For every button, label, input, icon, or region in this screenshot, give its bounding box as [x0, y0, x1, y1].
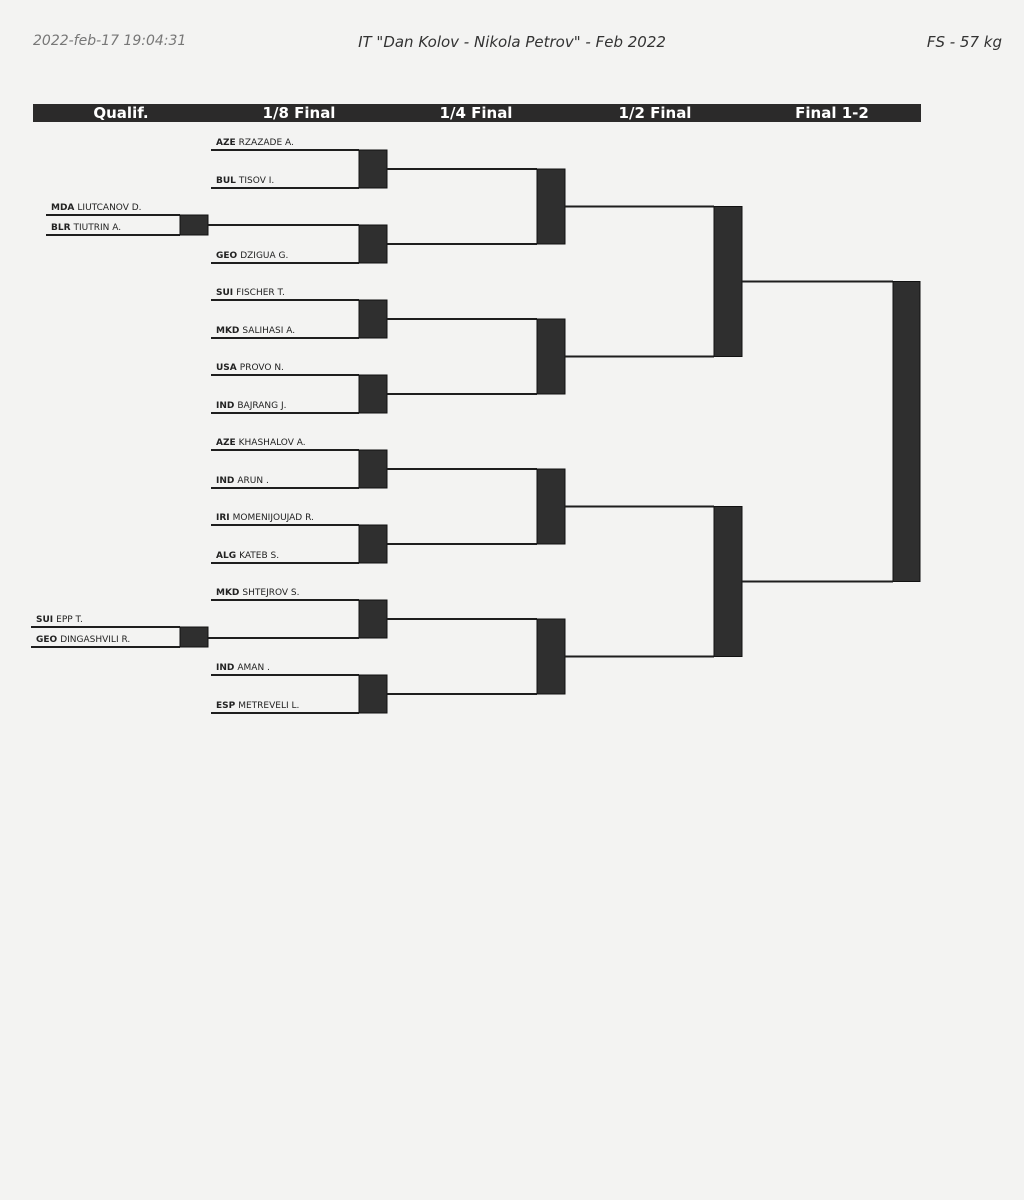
round-label-quarter: 1/4 Final	[439, 104, 513, 122]
round-label-final: Final 1-2	[795, 104, 869, 122]
entry-name: FISCHER T.	[236, 288, 285, 298]
quarter-match-box	[536, 168, 566, 245]
entry-name: BAJRANG J.	[237, 401, 287, 411]
entry-name: RZAZADE A.	[238, 138, 294, 148]
weight-category: FS - 57 kg	[926, 33, 1002, 51]
entry-name: KHASHALOV A.	[238, 438, 306, 448]
entry-name: MOMENIJOUJAD R.	[232, 513, 314, 523]
entry-name: ARUN .	[237, 476, 269, 486]
entry-name: KATEB S.	[239, 551, 280, 561]
entry-country: USA	[216, 363, 237, 373]
entry-country: IND	[216, 476, 235, 486]
tournament-title: IT "Dan Kolov - Nikola Petrov" - Feb 202…	[358, 33, 666, 51]
quarter-match-box	[536, 468, 566, 545]
entry-country: IND	[216, 663, 235, 673]
entry-country: SUI	[36, 615, 54, 625]
entry-country: MDA	[51, 203, 75, 213]
round-header-bar	[33, 104, 921, 122]
entry-country: AZE	[216, 138, 236, 148]
entry-name: PROVO N.	[239, 363, 284, 373]
round-label-semi: 1/2 Final	[618, 104, 692, 122]
entry-name: TISOV I.	[238, 176, 275, 186]
timestamp: 2022-feb-17 19:04:31	[33, 33, 187, 49]
entry-country: GEO	[36, 635, 58, 645]
entry-country: MKD	[216, 588, 240, 598]
entry-name: SALIHASI A.	[242, 326, 296, 336]
entry-country: AZE	[216, 438, 236, 448]
entry-name: DZIGUA G.	[240, 251, 289, 261]
quarter-match-box	[536, 318, 566, 395]
entry-country: SUI	[216, 288, 234, 298]
entry-name: METREVELI L.	[238, 701, 300, 711]
eighth-match-box	[358, 299, 388, 339]
eighth-match-box	[358, 374, 388, 414]
entry-name: EPP T.	[56, 615, 83, 625]
entry-name: SHTEJROV S.	[242, 588, 300, 598]
quarter-match-box	[536, 618, 566, 695]
semi-match-box	[713, 506, 743, 657]
eighth-match-box	[358, 149, 388, 189]
eighth-match-box	[358, 524, 388, 564]
eighth-match-box	[358, 449, 388, 489]
entry-name: AMAN .	[237, 663, 270, 673]
entry-country: ESP	[216, 701, 236, 711]
entry-country: BUL	[216, 176, 236, 186]
eighth-match-box	[358, 599, 388, 639]
entry-name: TIUTRIN A.	[73, 223, 122, 233]
entry-name: LIUTCANOV D.	[77, 203, 142, 213]
entry-country: GEO	[216, 251, 238, 261]
eighth-match-box	[358, 224, 388, 264]
semi-match-box	[713, 206, 743, 357]
final-match-box	[892, 281, 921, 582]
entry-country: BLR	[51, 223, 71, 233]
entry-country: IND	[216, 401, 235, 411]
qualif-match-box	[179, 214, 209, 236]
entry-country: IRI	[216, 513, 230, 523]
entry-country: MKD	[216, 326, 240, 336]
eighth-match-box	[358, 674, 388, 714]
round-label-eighth: 1/8 Final	[262, 104, 336, 122]
entry-country: ALG	[216, 551, 237, 561]
entry-name: DINGASHVILI R.	[60, 635, 131, 645]
round-label-qualif: Qualif.	[93, 104, 149, 122]
qualif-match-box	[179, 626, 209, 648]
